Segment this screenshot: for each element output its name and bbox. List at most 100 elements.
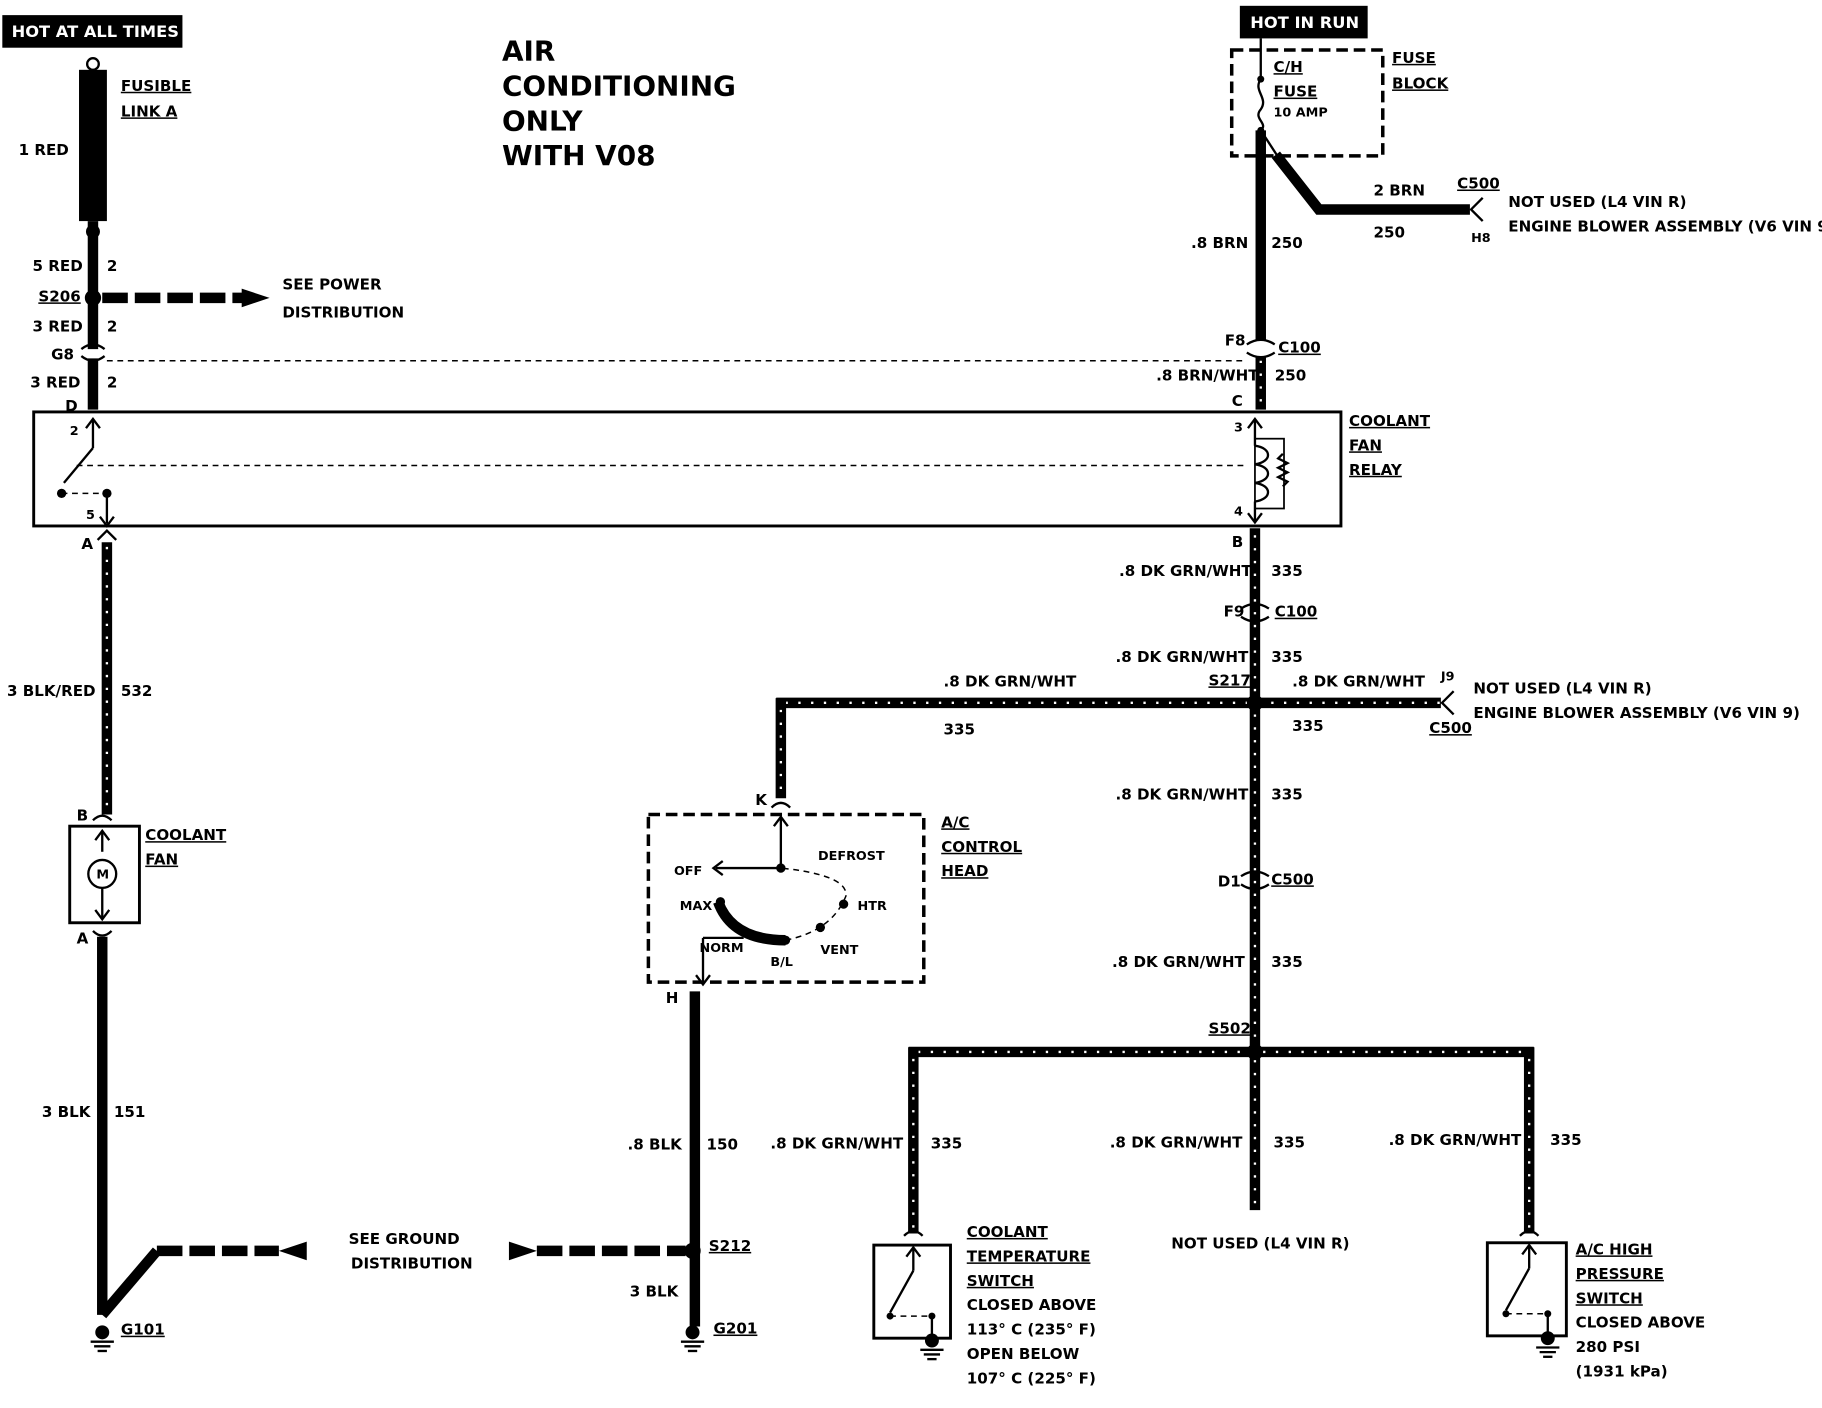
connector-g8: G8 bbox=[51, 346, 74, 364]
svg-text:C/H: C/H bbox=[1274, 58, 1303, 76]
coolant-temperature-switch bbox=[872, 1243, 952, 1340]
coolant-fan-motor: M bbox=[68, 824, 141, 925]
splice-s217: S217 bbox=[1208, 671, 1250, 689]
coolant-fan-relay-label: COOLANT FAN RELAY bbox=[1349, 412, 1431, 479]
wire-label-1-red: 1 RED bbox=[19, 141, 69, 159]
connector-a-fan: A bbox=[77, 930, 89, 948]
wire-label-grn-b3: .8 DK GRN/WHT bbox=[1389, 1131, 1522, 1149]
svg-text:(1931 kPa): (1931 kPa) bbox=[1576, 1363, 1668, 1381]
wire-label-8-brn: .8 BRN bbox=[1191, 234, 1248, 252]
circuit-label-335-b2: 335 bbox=[1274, 1133, 1306, 1151]
circuit-label-335-right: 335 bbox=[1292, 717, 1324, 735]
svg-text:HEAD: HEAD bbox=[941, 862, 988, 880]
wire-label-3-blk-b: 3 BLK bbox=[630, 1282, 680, 1300]
see-power-distribution: SEE POWER DISTRIBUTION bbox=[282, 276, 404, 322]
svg-text:BLOCK: BLOCK bbox=[1392, 74, 1449, 92]
coolant-fan-label: COOLANT FAN bbox=[145, 826, 227, 868]
wire-label-2-brn: 2 BRN bbox=[1373, 181, 1425, 199]
splice-s502: S502 bbox=[1208, 1019, 1250, 1037]
splice-s212: S212 bbox=[709, 1237, 751, 1255]
svg-text:FUSE: FUSE bbox=[1274, 83, 1318, 101]
svg-text:SWITCH: SWITCH bbox=[967, 1272, 1034, 1290]
svg-text:ENGINE BLOWER ASSEMBLY (V6 VIN: ENGINE BLOWER ASSEMBLY (V6 VIN 9) bbox=[1473, 704, 1799, 722]
wire-label-8-brn-wht: .8 BRN/WHT bbox=[1156, 366, 1259, 384]
circuit-label-2b: 2 bbox=[107, 318, 118, 336]
connector-f9: F9 bbox=[1224, 603, 1245, 621]
connector-b-relay: B bbox=[1232, 533, 1244, 551]
not-used-bottom-label: NOT USED (L4 VIN R) bbox=[1171, 1235, 1349, 1253]
svg-text:VENT: VENT bbox=[820, 943, 858, 958]
svg-text:10 AMP: 10 AMP bbox=[1274, 105, 1328, 120]
splice-s217-dot bbox=[1246, 694, 1264, 711]
splice-s502-dot bbox=[1246, 1043, 1264, 1061]
hot-in-run-label: HOT IN RUN bbox=[1239, 5, 1368, 39]
svg-text:A/C HIGH: A/C HIGH bbox=[1576, 1240, 1653, 1258]
connector-c100-a: C100 bbox=[1278, 339, 1321, 357]
ground-g101-symbol bbox=[89, 1324, 116, 1353]
svg-text:M: M bbox=[96, 868, 109, 883]
wire-label-grn-3: .8 DK GRN/WHT bbox=[1116, 785, 1249, 803]
svg-text:ONLY: ONLY bbox=[502, 104, 583, 137]
circuit-label-250-top: 250 bbox=[1373, 223, 1405, 241]
circuit-label-151: 151 bbox=[114, 1103, 146, 1121]
not-used-top-label: NOT USED (L4 VIN R) ENGINE BLOWER ASSEMB… bbox=[1508, 193, 1822, 235]
see-ground-distribution: SEE GROUND DISTRIBUTION bbox=[349, 1230, 473, 1272]
control-head-switch: OFF DEFROST MAX HTR NORM B/L VENT bbox=[674, 814, 887, 987]
svg-text:OPEN BELOW: OPEN BELOW bbox=[967, 1345, 1080, 1363]
relay-switch: 2 5 bbox=[56, 416, 1244, 528]
svg-text:AIR: AIR bbox=[502, 34, 555, 67]
splice-s212-dot bbox=[684, 1242, 701, 1260]
svg-text:DISTRIBUTION: DISTRIBUTION bbox=[282, 304, 404, 322]
ac-high-pressure-switch bbox=[1485, 1241, 1568, 1338]
svg-text:A/C: A/C bbox=[941, 813, 969, 831]
connector-f8: F8 bbox=[1225, 332, 1246, 350]
connector-h8: H8 bbox=[1471, 231, 1491, 246]
connector-d: D bbox=[65, 397, 78, 415]
circuit-label-335-1: 335 bbox=[1271, 562, 1303, 580]
svg-text:HTR: HTR bbox=[858, 899, 887, 914]
circuit-label-250-mid: 250 bbox=[1271, 234, 1303, 252]
svg-text:MAX: MAX bbox=[680, 899, 713, 914]
not-used-mid-label: NOT USED (L4 VIN R) ENGINE BLOWER ASSEMB… bbox=[1473, 680, 1799, 722]
connector-c500-b: C500 bbox=[1271, 870, 1314, 888]
circuit-label-532: 532 bbox=[121, 682, 153, 700]
splice-s206: S206 bbox=[38, 287, 80, 305]
circuit-label-150: 150 bbox=[706, 1136, 738, 1154]
svg-text:OFF: OFF bbox=[674, 864, 702, 879]
svg-text:PRESSURE: PRESSURE bbox=[1576, 1265, 1664, 1283]
svg-text:DISTRIBUTION: DISTRIBUTION bbox=[351, 1254, 473, 1272]
svg-text:113° C (235° F): 113° C (235° F) bbox=[967, 1321, 1096, 1339]
control-head-box bbox=[646, 812, 926, 984]
svg-text:FUSIBLE: FUSIBLE bbox=[121, 77, 192, 95]
wire-label-grn-b1: .8 DK GRN/WHT bbox=[770, 1134, 903, 1152]
svg-text:CONTROL: CONTROL bbox=[941, 838, 1022, 856]
circuit-label-2a: 2 bbox=[107, 257, 118, 275]
svg-text:TEMPERATURE: TEMPERATURE bbox=[967, 1247, 1091, 1265]
wire-label-grn-4: .8 DK GRN/WHT bbox=[1112, 953, 1245, 971]
connector-d1: D1 bbox=[1218, 873, 1241, 891]
ground-g201-symbol bbox=[679, 1324, 706, 1353]
splice-s206-dot bbox=[84, 289, 102, 307]
wire-label-3-red-a: 3 RED bbox=[33, 318, 83, 336]
relay-coil: 3 4 bbox=[1234, 416, 1291, 525]
relay-box bbox=[32, 410, 1343, 528]
svg-text:SWITCH: SWITCH bbox=[1576, 1289, 1643, 1307]
circuit-label-2c: 2 bbox=[107, 373, 118, 391]
svg-text:LINK A: LINK A bbox=[121, 102, 178, 120]
svg-text:CONDITIONING: CONDITIONING bbox=[502, 69, 736, 102]
svg-text:CLOSED ABOVE: CLOSED ABOVE bbox=[967, 1296, 1097, 1314]
svg-text:COOLANT: COOLANT bbox=[967, 1223, 1049, 1241]
circuit-label-335-left: 335 bbox=[944, 720, 976, 738]
connector-k: K bbox=[755, 791, 768, 809]
svg-text:SEE GROUND: SEE GROUND bbox=[349, 1230, 460, 1248]
connector-c500-top: C500 bbox=[1457, 174, 1500, 192]
svg-text:3: 3 bbox=[1234, 421, 1243, 436]
svg-text:COOLANT: COOLANT bbox=[1349, 412, 1431, 430]
svg-text:FAN: FAN bbox=[1349, 436, 1382, 454]
connector-j9: J9 bbox=[1440, 670, 1455, 685]
wire-label-3-red-b: 3 RED bbox=[30, 373, 80, 391]
svg-text:2: 2 bbox=[70, 424, 79, 439]
control-head-label: A/C CONTROL HEAD bbox=[941, 813, 1022, 880]
svg-text:DEFROST: DEFROST bbox=[818, 849, 885, 864]
